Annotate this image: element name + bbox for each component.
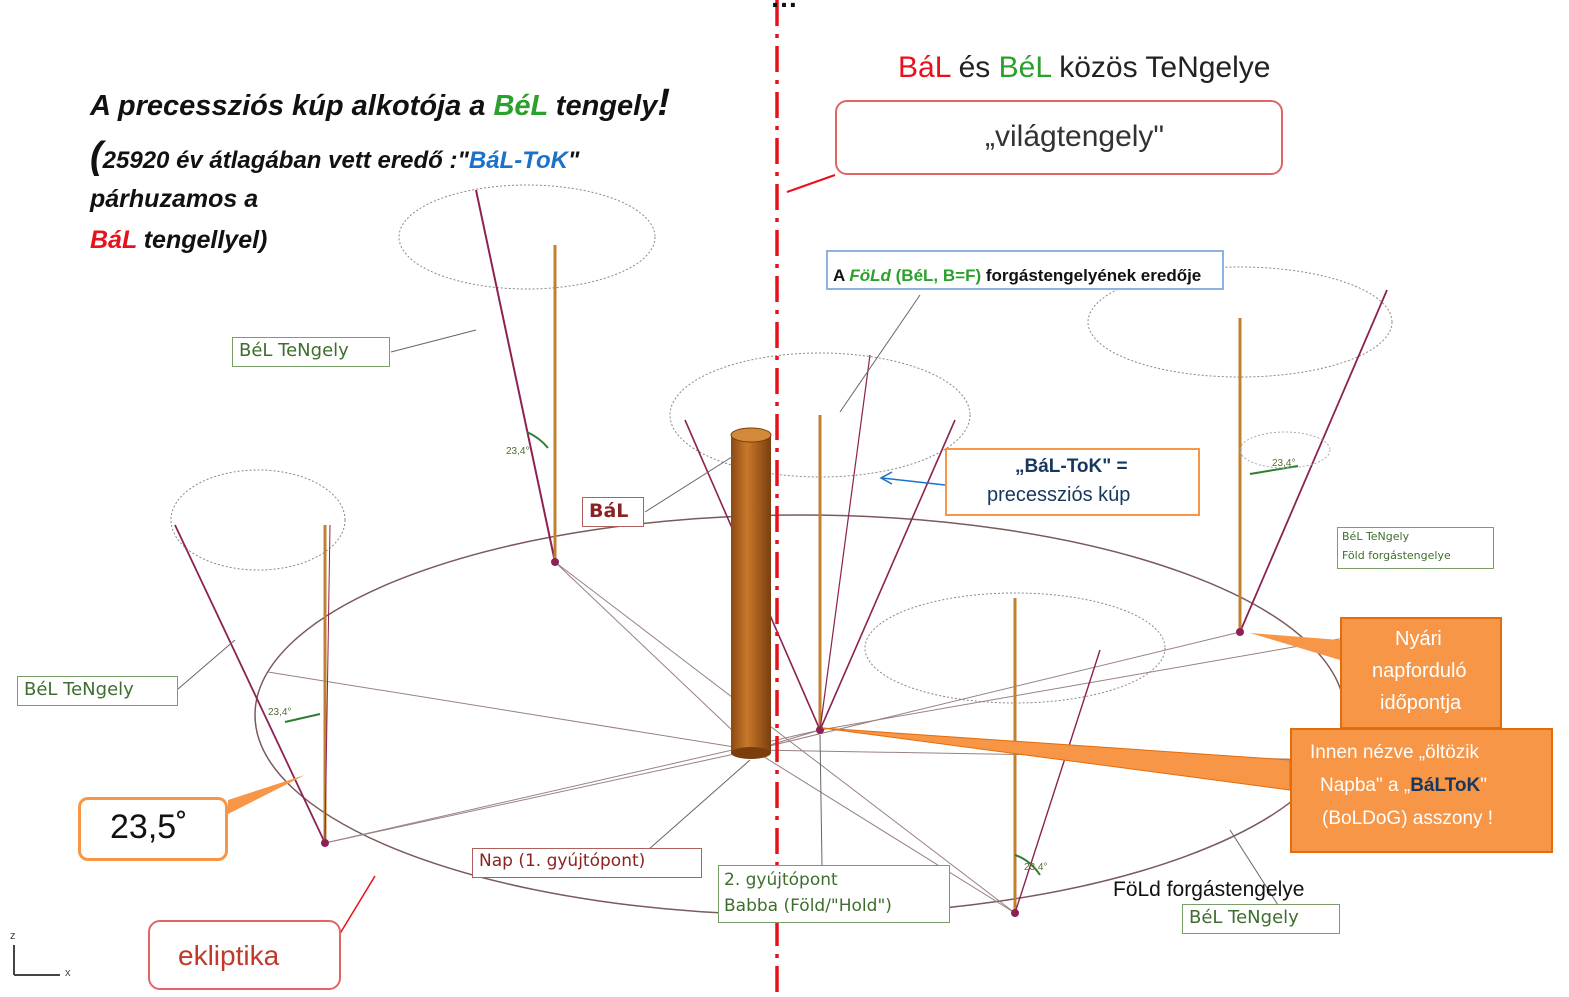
nyari-line1: Nyári xyxy=(1395,628,1442,650)
left-text-1a: A precessziós kúp alkotója a xyxy=(90,90,494,122)
left-text-1d: ! xyxy=(657,82,670,124)
tag-gyujto-1: 2. gyújtópont xyxy=(724,870,838,890)
angle-small-c: 23,4° xyxy=(1272,458,1296,469)
axis-x-label: x xyxy=(65,967,71,979)
fold-mid: (BéL, B=F) xyxy=(890,266,982,285)
tag-nap: Nap (1. gyújtópont) xyxy=(472,848,702,878)
innen-callout xyxy=(1290,728,1553,853)
left-text-4a: BáL xyxy=(90,226,137,254)
nyari-line2: napforduló xyxy=(1372,660,1467,682)
tag-bel-top: BéL TeNgely xyxy=(232,337,390,367)
angle-callout xyxy=(78,797,228,861)
nyari-line3: időpontja xyxy=(1380,692,1462,714)
left-text-line1: A precessziós kúp alkotója a BéL tengely… xyxy=(90,82,670,125)
baltok-line2: precessziós kúp xyxy=(987,484,1131,506)
title-partial: … xyxy=(770,0,798,14)
left-text-4b: tengellyel) xyxy=(136,226,268,254)
innen-line3: (BoLDoG) asszony ! xyxy=(1322,808,1494,829)
fold-post: forgástengelyének eredője xyxy=(981,266,1202,285)
heading: BáL és BéL közös TeNgelye xyxy=(898,51,1270,85)
fold-callout-label: A FöLd (BéL, B=F) forgástengelyének ered… xyxy=(833,266,1201,286)
vilagtengely-callout xyxy=(835,100,1283,175)
left-text-2a: ( xyxy=(90,135,103,177)
left-text-1c: tengely xyxy=(547,90,658,122)
innen-line1: Innen nézve „öltözik xyxy=(1310,742,1479,763)
baltok-line1: „BáL-ToK" = xyxy=(1015,456,1128,477)
left-text-1b: BéL xyxy=(493,90,548,122)
tag-bal: BáL xyxy=(582,497,644,527)
cone-left xyxy=(170,469,346,847)
vilagtengely-label: „világtengely" xyxy=(985,120,1165,153)
fold-pre: A xyxy=(833,266,850,285)
vilagtengely-pointer xyxy=(786,174,836,193)
tag-bel-small-1: BéL TeNgely xyxy=(1342,530,1410,543)
angle-callout-pointer xyxy=(228,775,305,814)
tag-bel-bottom: BéL TeNgely xyxy=(1182,904,1340,934)
heading-bal: BáL xyxy=(898,51,951,84)
axes-icon xyxy=(13,945,60,976)
baltok-callout xyxy=(945,448,1200,516)
leader-lines xyxy=(177,294,1279,906)
left-text-line2: (25920 év átlagában vett eredő :"BáL-ToK… xyxy=(90,135,579,178)
precession-arrow xyxy=(879,471,946,486)
nyari-callout xyxy=(1340,617,1502,729)
orbit-radials xyxy=(267,561,1346,914)
angle-label: 23,5˚ xyxy=(110,808,188,846)
axis-z-label: z xyxy=(10,930,16,942)
ecliptic-orbit xyxy=(254,514,1346,916)
bal-cylinder xyxy=(730,427,772,759)
innen-2b: BáLToK xyxy=(1410,775,1481,796)
tag-bel-small xyxy=(1337,527,1494,569)
heading-bel: BéL xyxy=(998,51,1051,84)
innen-line2: Napba" a „BáLToK" xyxy=(1320,775,1487,797)
nyari-callout-pointer xyxy=(1250,633,1340,660)
left-text-2d: " xyxy=(567,147,580,174)
angle-small-a: 23,4° xyxy=(506,446,530,457)
left-text-line3: párhuzamos a xyxy=(90,185,259,213)
left-text-2b: 25920 év átlagában vett eredő :" xyxy=(102,147,469,174)
heading-rest: közös TeNgelye xyxy=(1050,51,1271,84)
innen-2a: Napba" a „ xyxy=(1320,775,1411,796)
fold-forgas-label: FöLd forgástengelye xyxy=(1113,878,1305,901)
ekliptika-label: ekliptika xyxy=(178,940,280,971)
cone-center xyxy=(669,352,971,734)
angle-small-d: 23,4° xyxy=(1024,862,1048,873)
cone-top-left xyxy=(398,184,656,566)
cone-right xyxy=(1087,266,1393,636)
innen-callout-pointer xyxy=(821,727,1291,791)
left-text-line4: BáL tengellyel) xyxy=(90,226,267,255)
angle-small-b: 23,4° xyxy=(268,707,292,718)
tag-gyujto xyxy=(718,865,950,923)
fold-callout-box xyxy=(826,250,1224,290)
ekliptika-callout xyxy=(148,920,341,990)
fold-green: FöLd xyxy=(849,266,891,285)
heading-es: és xyxy=(950,51,999,84)
tag-bel-left: BéL TeNgely xyxy=(17,676,178,706)
innen-2c: " xyxy=(1480,775,1487,796)
left-text-2c: BáL-ToK xyxy=(468,147,568,174)
cone-bottom xyxy=(864,592,1166,917)
tag-gyujto-2: Babba (Föld/"Hold") xyxy=(724,896,892,916)
tag-bel-small-2: Föld forgástengelye xyxy=(1342,549,1451,562)
